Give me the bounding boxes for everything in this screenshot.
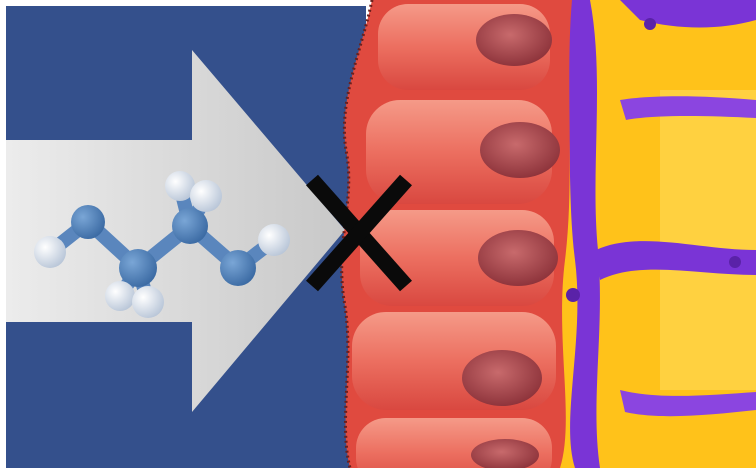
carbon-atom [220, 250, 256, 286]
yellow-tissue-highlight [660, 90, 756, 390]
hydrogen-atom [34, 236, 66, 268]
hydrogen-atom [105, 281, 135, 311]
carbon-atom [71, 205, 105, 239]
nucleus [478, 230, 558, 286]
nucleus [462, 350, 542, 406]
carbon-atom [119, 249, 157, 287]
hydrogen-atom [190, 180, 222, 212]
hydrogen-atom [132, 286, 164, 318]
nucleus [476, 14, 552, 66]
nucleus [480, 122, 560, 178]
carbon-atom [172, 208, 208, 244]
hydrogen-atom [258, 224, 290, 256]
epithelial-cell-layer [342, 0, 572, 468]
